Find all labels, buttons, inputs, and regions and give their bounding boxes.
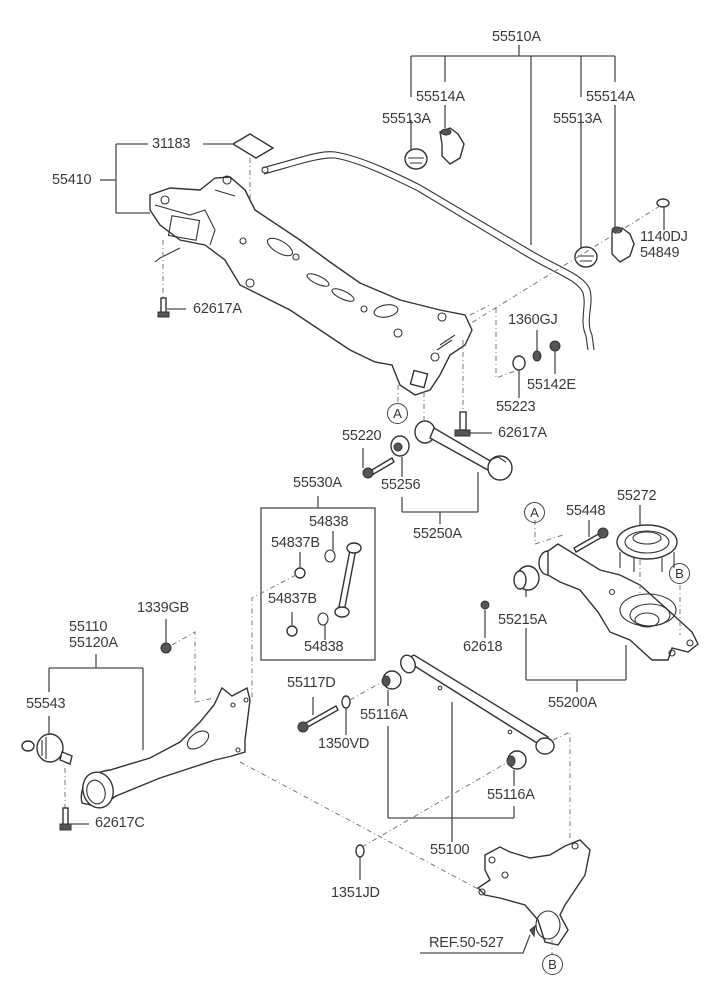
bushing-55513A-left [404, 148, 428, 170]
label-55410: 55410 [52, 172, 92, 188]
label-55100: 55100 [430, 842, 470, 858]
label-55513A-left: 55513A [382, 111, 431, 127]
bolt-62617A-top [157, 297, 186, 318]
callout-a-upper: A [387, 403, 408, 424]
bushing-55116A-bot [506, 750, 527, 786]
label-1351JD: 1351JD [331, 885, 380, 901]
label-55256: 55256 [381, 477, 421, 493]
bolt-55220 [362, 448, 395, 479]
knuckle [476, 839, 591, 955]
label-55448: 55448 [566, 503, 606, 519]
bushing-55513A-right [574, 246, 598, 268]
nut-1339GB [160, 619, 215, 703]
label-55215A: 55215A [498, 612, 547, 628]
label-55223: 55223 [496, 399, 536, 415]
label-55117D: 55117D [287, 675, 336, 691]
bushing-55116A-top [381, 670, 402, 706]
bracket-55514A-right [611, 226, 635, 263]
bolt-62617C [59, 807, 89, 831]
label-55220: 55220 [342, 428, 382, 444]
label-55110: 55110 [69, 619, 108, 635]
label-62617C: 62617C [95, 815, 145, 831]
bracket-55514A-left [439, 127, 465, 165]
label-54837B-top: 54837B [271, 535, 320, 551]
label-1350VD: 1350VD [318, 736, 370, 752]
label-62618: 62618 [463, 639, 503, 655]
spring-seat-55272 [616, 505, 678, 572]
label-55510A: 55510A [492, 29, 541, 45]
label-54838-bot: 54838 [304, 639, 344, 655]
label-1360GJ: 1360GJ [508, 312, 558, 328]
label-55120A: 55120A [69, 635, 118, 651]
leader-55250A [401, 457, 479, 524]
washer-55223 [512, 355, 526, 398]
dash-1351JD [361, 761, 509, 848]
upper-arm-55100 [400, 654, 555, 755]
label-55530A: 55530A [293, 475, 342, 491]
bushing-55543 [21, 733, 73, 765]
label-55200A: 55200A [548, 695, 597, 711]
nut-1360GJ [532, 330, 542, 362]
label-62617A-top: 62617A [193, 301, 242, 317]
label-ref: REF.50-527 [429, 935, 504, 951]
washer-1351JD [355, 844, 365, 880]
stabilizer-bar [261, 151, 595, 351]
label-55514A-left: 55514A [416, 89, 465, 105]
label-55513A-right: 55513A [553, 111, 602, 127]
washer-1350VD [341, 681, 383, 735]
bushing-55215A [513, 565, 540, 597]
label-1339GB: 1339GB [137, 600, 190, 616]
bolt-55448 [573, 520, 609, 553]
leader-55100 [387, 702, 515, 842]
dash-link-1 [469, 304, 491, 316]
leader-55510A [410, 45, 616, 248]
label-55543: 55543 [26, 696, 66, 712]
label-31183: 31183 [152, 136, 191, 152]
label-62617A-mid: 62617A [498, 425, 547, 441]
dash-link-2 [495, 308, 519, 379]
callout-b-knuckle: B [542, 954, 563, 975]
nut-62618 [480, 600, 490, 638]
dash-upper-arm-knuckle [552, 731, 571, 838]
label-1140DJ: 1140DJ [640, 229, 688, 245]
trailing-arm-55110 [80, 686, 251, 809]
leader-55110 [48, 654, 144, 750]
callout-b-arm: B [669, 563, 690, 584]
ref-leader [420, 924, 536, 954]
lower-arm-55200A [534, 520, 699, 661]
label-54838-top: 54838 [309, 514, 349, 530]
label-55116A-bot: 55116A [487, 787, 535, 803]
leader-55410 [100, 133, 275, 228]
label-55514A-right: 55514A [586, 89, 635, 105]
bolt-1140DJ [459, 198, 670, 331]
stabilizer-link-box [251, 496, 376, 700]
label-54849: 54849 [640, 245, 680, 261]
label-55272: 55272 [617, 488, 657, 504]
dash-trailing-arm-knuckle [239, 761, 481, 891]
rod-55250A [390, 420, 513, 481]
leader-55200A [525, 628, 627, 692]
bolt-55117D [297, 697, 339, 733]
nut-55142E [549, 340, 561, 374]
callout-a-lower: A [524, 502, 545, 523]
crossmember-55410 [149, 175, 473, 396]
label-55116A-top: 55116A [360, 707, 408, 723]
label-54837B-bot: 54837B [268, 591, 317, 607]
label-55142E: 55142E [527, 377, 576, 393]
label-55250A: 55250A [413, 526, 462, 542]
bolt-62617A-mid [454, 411, 492, 437]
